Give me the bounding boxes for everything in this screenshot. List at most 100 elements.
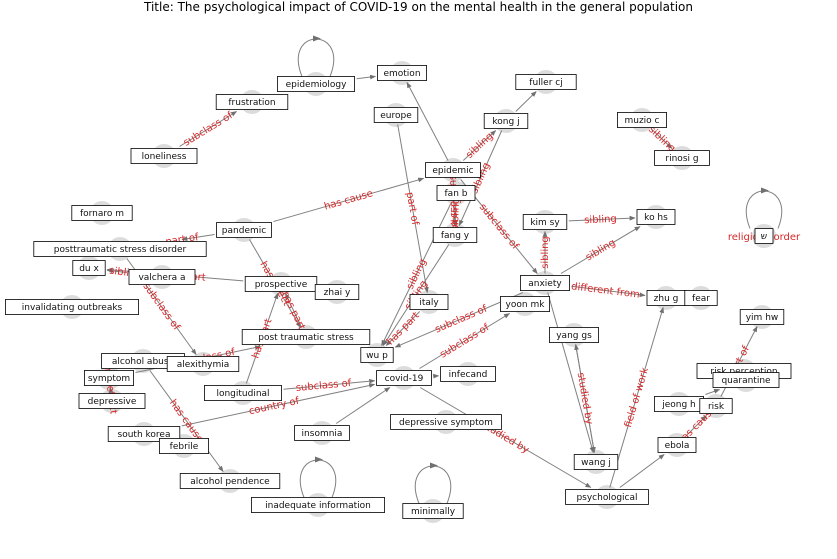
node-kim-sy[interactable]: kim sy <box>522 214 568 230</box>
node-yang-gs[interactable]: yang gs <box>549 327 600 343</box>
node-label: valchera a <box>138 273 185 283</box>
node-yoon-mk[interactable]: yoon mk <box>499 296 550 312</box>
node-risk[interactable]: risk <box>699 398 733 414</box>
node-fang-y[interactable]: fang y <box>432 227 478 243</box>
node-box <box>376 65 427 81</box>
node-ebola[interactable]: ebola <box>657 437 697 453</box>
node-box <box>158 438 209 454</box>
node-valchera-a[interactable]: valchera a <box>128 269 196 285</box>
node-box <box>373 107 419 123</box>
node-fuller-cj[interactable]: fuller cj <box>515 74 577 90</box>
edge-south-korea-to-covid19 <box>181 383 376 427</box>
edge-muzio-c-to-rinosi-g <box>651 129 673 149</box>
edge-label: sibling <box>450 198 462 231</box>
edge-label: subclass of <box>182 110 236 149</box>
node-box <box>250 497 385 513</box>
node-frustration[interactable]: frustration <box>215 94 289 110</box>
node-longitudinal[interactable]: longitudinal <box>203 385 282 401</box>
node-fornaro-m[interactable]: fornaro m <box>71 205 133 221</box>
edge-covid19-to-psychological <box>419 387 592 488</box>
node-depressive-symptom[interactable]: depressive symptom <box>390 414 502 430</box>
node-epidemiology[interactable]: epidemiology <box>276 76 355 92</box>
edge-label: has part <box>385 310 422 347</box>
node-label: febrile <box>170 442 199 452</box>
node-box <box>520 275 571 291</box>
node-box <box>376 370 432 386</box>
node-label: kim sy <box>530 218 560 228</box>
node-insomnia[interactable]: insomnia <box>294 425 350 441</box>
node-europe[interactable]: europe <box>373 107 419 123</box>
node-box <box>409 294 449 310</box>
self-loop-arrowhead <box>313 35 321 42</box>
node-inadequate-information[interactable]: inadequate information <box>250 497 385 513</box>
node-south-korea[interactable]: south korea <box>107 426 181 442</box>
node-wang-j[interactable]: wang j <box>573 454 619 470</box>
edge-label: field of work <box>623 366 651 429</box>
edge-italy-to-wu-p <box>385 311 421 346</box>
node-febrile[interactable]: febrile <box>158 438 209 454</box>
node-label: wu p <box>366 351 388 361</box>
node-box <box>573 454 619 470</box>
edge-wang-j-to-yang-gs <box>574 343 595 453</box>
edge-fan-b-to-wu-p <box>381 202 452 347</box>
node-label: psychological <box>576 493 637 503</box>
node-wu-p[interactable]: wu p <box>360 347 394 363</box>
node-depressive[interactable]: depressive <box>78 393 146 409</box>
node-religious[interactable]: ש <box>754 228 774 244</box>
node-alexithymia[interactable]: alexithymia <box>166 356 240 372</box>
node-italy[interactable]: italy <box>409 294 449 310</box>
edge-label: part of <box>404 191 421 226</box>
node-emotion[interactable]: emotion <box>376 65 427 81</box>
node-label: minimally <box>411 507 456 517</box>
edge-covid19-to-yoon-mk <box>419 313 510 369</box>
node-prospective[interactable]: prospective <box>244 276 318 292</box>
node-anxiety[interactable]: anxiety <box>520 275 571 291</box>
node-label: prospective <box>255 280 308 290</box>
edge-kong-j-to-fang-y <box>458 130 503 227</box>
node-quarantine[interactable]: quarantine <box>712 372 780 388</box>
node-label: depressive <box>88 397 137 407</box>
node-muzio-c[interactable]: muzio c <box>617 112 668 128</box>
node-kong-j[interactable]: kong j <box>483 113 529 129</box>
node-du-x[interactable]: du x <box>72 260 106 276</box>
node-psychological[interactable]: psychological <box>565 489 649 505</box>
node-pandemic[interactable]: pandemic <box>216 222 272 238</box>
edge-anxiety-to-ko-hs <box>560 226 641 274</box>
node-box <box>436 185 476 201</box>
node-box <box>565 489 649 505</box>
edge-ebola-to-risk <box>686 415 707 436</box>
node-loneliness[interactable]: loneliness <box>130 148 198 164</box>
node-yim-hw[interactable]: yim hw <box>739 309 785 325</box>
node-alcohol-pendence[interactable]: alcohol pendence <box>179 473 281 489</box>
node-fan-b[interactable]: fan b <box>436 185 476 201</box>
node-zhai-y[interactable]: zhai y <box>314 284 360 300</box>
node-box <box>215 94 289 110</box>
edge-insomnia-to-covid19 <box>335 387 391 424</box>
node-ptsd[interactable]: posttraumatic stress disorder <box>33 241 207 257</box>
node-zhu-g[interactable]: zhu g <box>646 290 686 306</box>
node-invalidating[interactable]: invalidating outbreaks <box>5 299 139 315</box>
node-symptom[interactable]: symptom <box>84 370 135 386</box>
node-label: alcohol abuse <box>112 357 175 367</box>
node-pts[interactable]: post traumatic stress <box>241 329 371 345</box>
node-ko-hs[interactable]: ko hs <box>636 209 676 225</box>
node-label: symptom <box>88 374 130 384</box>
node-label: du x <box>79 264 99 274</box>
node-epidemic[interactable]: epidemic <box>425 162 481 178</box>
node-covid19[interactable]: covid-19 <box>376 370 432 386</box>
node-label: loneliness <box>142 152 187 162</box>
node-box <box>179 473 281 489</box>
edge-pandemic-to-epidemic <box>273 177 425 223</box>
node-label: fear <box>692 294 710 304</box>
node-minimally[interactable]: minimally <box>402 503 464 519</box>
node-jeong-h[interactable]: jeong h <box>654 396 705 412</box>
node-label: yoon mk <box>506 300 546 310</box>
node-label: quarantine <box>721 376 771 386</box>
node-infecand[interactable]: infecand <box>440 366 496 382</box>
node-rinosi-g[interactable]: rinosi g <box>654 150 710 166</box>
node-label: yang gs <box>556 331 592 341</box>
node-label: covid-19 <box>385 374 424 384</box>
self-loop-edge <box>297 38 335 77</box>
node-fear[interactable]: fear <box>684 290 718 306</box>
node-box <box>5 299 139 315</box>
